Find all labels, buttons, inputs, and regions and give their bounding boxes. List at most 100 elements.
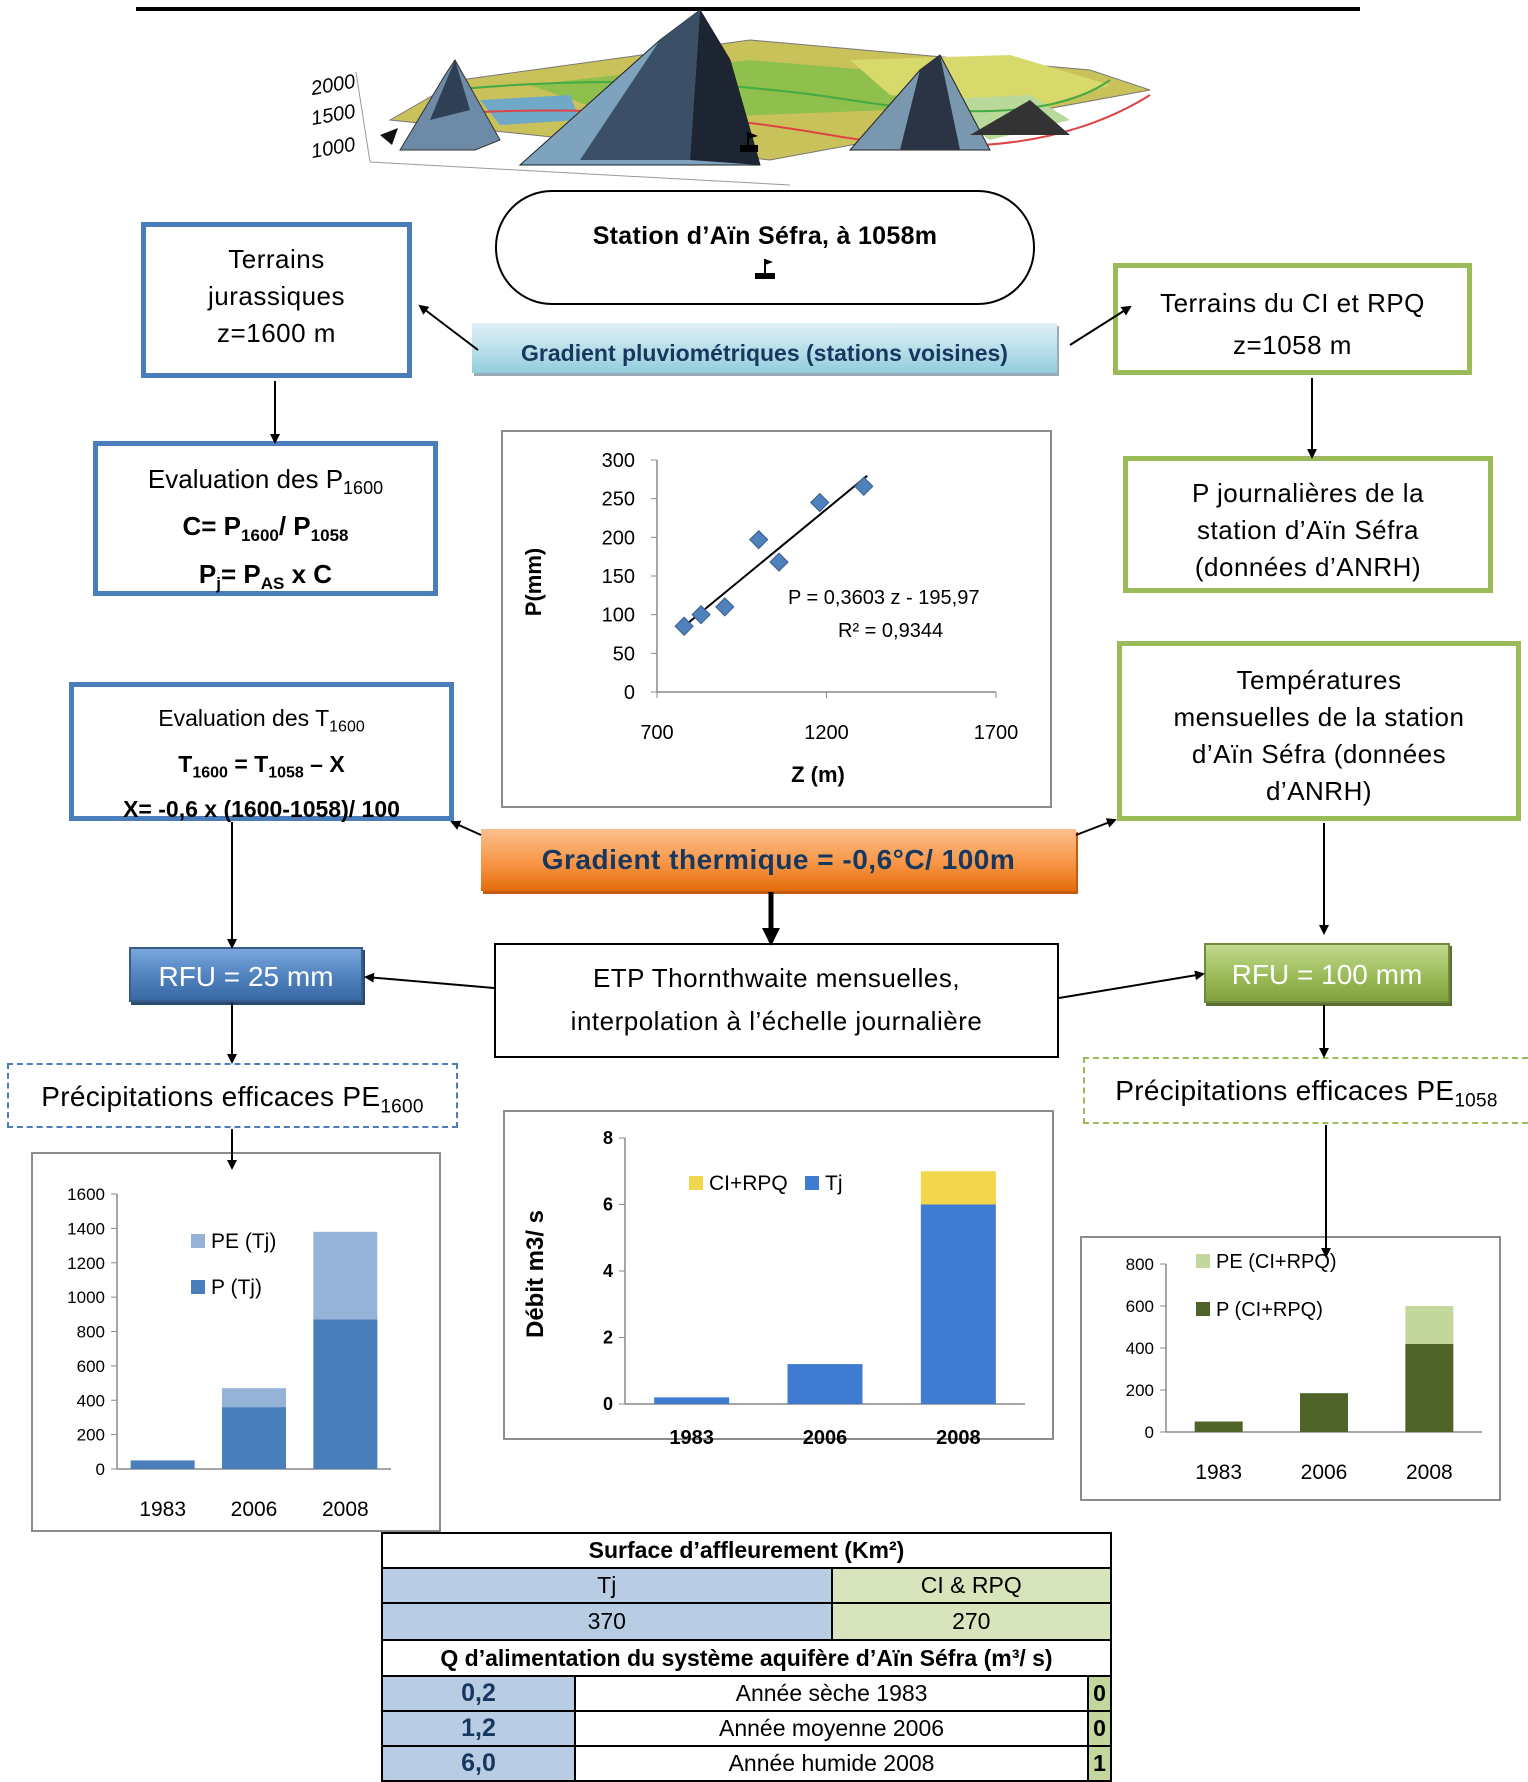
q-ci-cell: 1	[1087, 1745, 1112, 1782]
eval-p-line3: Pj= PAS x C	[98, 555, 433, 603]
eval-t-line1: Evaluation des T1600	[74, 700, 449, 746]
bar-segment	[920, 1171, 996, 1205]
eval-t-line2-b: = T	[227, 750, 269, 777]
x-category-label: 2008	[936, 1427, 981, 1449]
q-label-cell: Année humide 2008	[573, 1745, 1090, 1782]
y-tick-label: 0	[1145, 1423, 1154, 1442]
elev-label-1000: 1000	[309, 134, 357, 163]
x-tick-label: 1700	[974, 722, 1019, 744]
y-tick-label: 200	[602, 527, 635, 549]
etp-box: ETP Thornthwaite mensuelles, interpolati…	[494, 943, 1059, 1058]
x-category-label: 1983	[669, 1427, 714, 1449]
p-daily-line2: station d’Aïn Séfra	[1197, 515, 1419, 545]
eval-t-line1-sub: 1600	[329, 718, 365, 736]
arrow-thermal-to-evalt	[450, 820, 482, 836]
equation-label: P = 0,3603 z - 195,97	[788, 587, 979, 609]
temp-line4: d’ANRH)	[1265, 776, 1373, 806]
y-tick-label: 800	[77, 1323, 105, 1342]
eval-t-line2-a-sub: 1600	[192, 764, 228, 782]
data-point	[715, 597, 735, 617]
eval-p-line2-b-sub: 1058	[310, 526, 349, 546]
eval-t-line2: T1600 = T1058 – X	[74, 746, 449, 792]
temp-line3: d’Aïn Séfra (données	[1191, 739, 1447, 769]
eval-p-box: Evaluation des P1600 C= P1600/ P1058 Pj=…	[93, 441, 438, 596]
jurassic-terrain-box: Terrains jurassiques z=1600 m	[141, 222, 412, 378]
rfu-right-badge: RFU = 100 mm	[1204, 943, 1450, 1003]
x-category-label: 2008	[322, 1498, 369, 1521]
y-tick-label: 200	[77, 1426, 105, 1445]
y-tick-label: 0	[624, 682, 635, 704]
bar-segment	[313, 1231, 378, 1320]
y-tick-label: 0	[96, 1460, 105, 1479]
bar-segment	[1405, 1306, 1454, 1344]
y-tick-label: 400	[1126, 1339, 1154, 1358]
temperature-box: Températures mensuelles de la station d’…	[1117, 641, 1521, 821]
bar-segment	[787, 1364, 863, 1404]
legend-label: P (Tj)	[211, 1276, 262, 1299]
summary-table: Surface d’affleurement (Km²) Tj CI & RPQ…	[381, 1532, 1113, 1782]
y-tick-label: 300	[602, 450, 635, 472]
bar-segment	[920, 1204, 996, 1404]
y-tick-label: 100	[602, 605, 635, 627]
legend-label: PE (CI+RPQ)	[1216, 1251, 1337, 1273]
table-row: 6,0 Année humide 2008 1	[381, 1745, 1112, 1782]
legend-swatch	[1196, 1254, 1210, 1268]
x-category-label: 2006	[231, 1498, 278, 1521]
terrain-3d-map: 2000 1500 1000	[308, 9, 1151, 186]
eval-t-line2-c: – X	[303, 750, 345, 777]
y-tick-label: 150	[602, 566, 635, 588]
arrow-thermal-to-temp	[1075, 818, 1117, 836]
bar-segment	[222, 1407, 286, 1469]
y-tick-label: 200	[1126, 1381, 1154, 1400]
temp-line1: Températures	[1236, 665, 1402, 695]
thermal-gradient-label: Gradient thermique = -0,6°C/ 100m	[541, 844, 1016, 875]
q-title: Q d’alimentation du système aquifère d’A…	[381, 1639, 1112, 1677]
ci-line1: Terrains du CI et RPQ	[1160, 288, 1425, 318]
y-tick-label: 4	[603, 1261, 613, 1281]
eval-t-line2-a: T	[178, 750, 193, 777]
eval-t-line1-text: Evaluation des T	[158, 705, 330, 731]
pe-left-sub: 1600	[380, 1096, 424, 1118]
q-ci-cell: 0	[1087, 1675, 1112, 1712]
data-point	[854, 476, 874, 497]
p-daily-box: P journalières de la station d’Aïn Séfra…	[1123, 456, 1493, 593]
x-axis-title: Z (m)	[791, 762, 845, 787]
pe-right-sub: 1058	[1454, 1090, 1498, 1112]
pluvio-gradient-label: Gradient pluviométriques (stations voisi…	[521, 340, 1008, 366]
y-tick-label: 2	[603, 1328, 613, 1348]
legend-swatch	[191, 1234, 205, 1248]
thermal-gradient-banner: Gradient thermique = -0,6°C/ 100m	[481, 829, 1076, 891]
temp-line2: mensuelles de la station	[1173, 702, 1465, 732]
pe-left-box: Précipitations efficaces PE1600	[7, 1063, 458, 1128]
y-tick-label: 1200	[67, 1254, 105, 1273]
bar-segment	[130, 1460, 195, 1469]
eval-p-line1-text: Evaluation des P	[147, 464, 344, 494]
bar-segment	[1405, 1343, 1454, 1432]
y-axis-title: Débit m3/ s	[522, 1210, 549, 1338]
y-axis-title: P(mm)	[521, 548, 546, 616]
data-point	[810, 492, 830, 513]
eval-p-line1-sub: 1600	[343, 478, 384, 499]
y-tick-label: 50	[613, 643, 635, 665]
y-tick-label: 6	[603, 1195, 613, 1215]
rfu-left-badge: RFU = 25 mm	[129, 947, 363, 1002]
q-label-cell: Année moyenne 2006	[573, 1710, 1090, 1747]
bar-segment	[654, 1397, 730, 1404]
etp-line1: ETP Thornthwaite mensuelles,	[592, 963, 961, 993]
p-daily-line3: (données d’ANRH)	[1194, 552, 1422, 582]
x-category-label: 2008	[1406, 1461, 1453, 1484]
legend-label: Tj	[825, 1172, 843, 1195]
x-tick-label: 1200	[804, 722, 849, 744]
table-row: 0,2 Année sèche 1983 0	[381, 1675, 1112, 1712]
bar-segment	[1300, 1393, 1348, 1432]
data-point	[691, 604, 711, 625]
eval-p-line3-a-sub: j	[216, 574, 221, 594]
bar-segment	[1194, 1421, 1243, 1432]
y-tick-label: 600	[1126, 1297, 1154, 1316]
surface-ci-value: 270	[830, 1602, 1113, 1641]
y-tick-label: 1000	[67, 1288, 105, 1307]
